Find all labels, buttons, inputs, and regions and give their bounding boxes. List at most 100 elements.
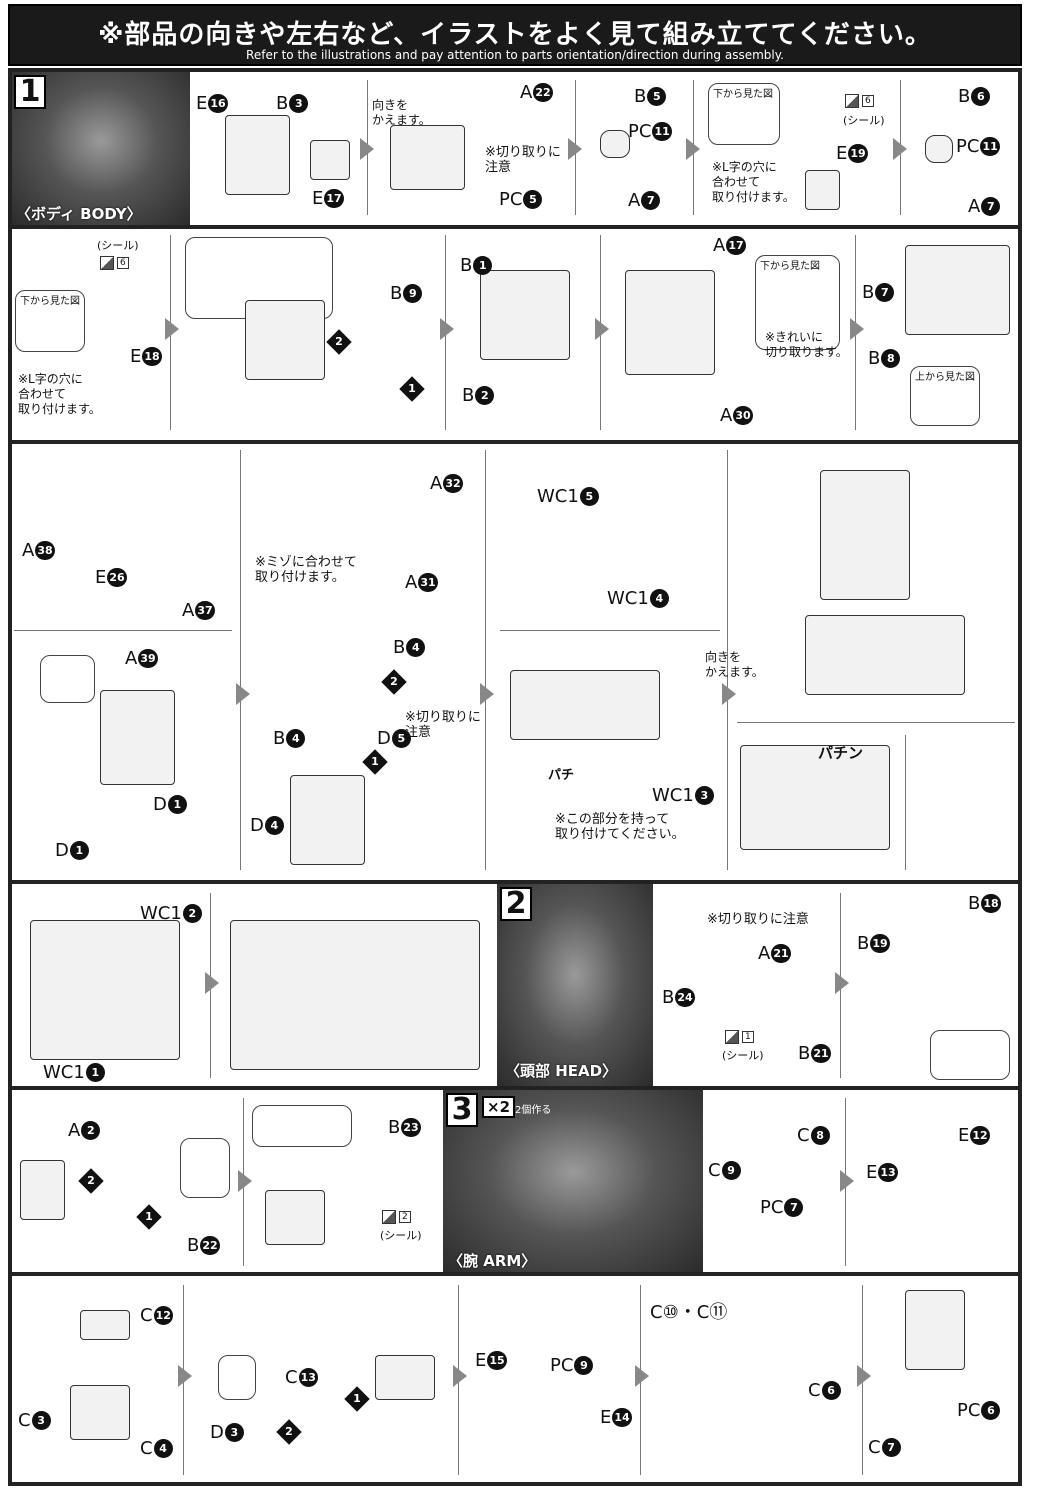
part-illustration (905, 1290, 965, 1370)
divider (14, 630, 232, 631)
part-number: 17 (726, 236, 746, 255)
part-number: 4 (406, 638, 426, 657)
divider (500, 630, 720, 631)
part-runner: A (430, 473, 443, 494)
next-arrow-icon (480, 683, 494, 705)
next-arrow-icon (840, 1170, 854, 1192)
next-arrow-icon (850, 318, 864, 340)
part-number: 2 (475, 386, 495, 405)
part-runner: E (475, 1350, 487, 1371)
part-runner: C (140, 1438, 153, 1459)
part-illustration (265, 1190, 325, 1245)
part-runner: PC (760, 1197, 784, 1218)
part-number: 32 (443, 474, 463, 493)
part-number: 14 (612, 1408, 632, 1427)
part-runner: A (628, 190, 641, 211)
part-runner: E (866, 1162, 878, 1183)
part-number: 1 (167, 795, 187, 814)
snap-sound: パチ (548, 768, 575, 783)
row-divider (8, 1272, 1022, 1276)
seal-indicator: 6 (845, 94, 874, 108)
part-runner: B (276, 93, 289, 114)
part-runner: B (187, 1235, 200, 1256)
part-illustration (805, 615, 965, 695)
cut-care-note: ※切り取りに注意 (707, 912, 809, 927)
part-illustration (70, 1385, 130, 1440)
cut-care-note: ※切り取りに 注意 (405, 710, 481, 740)
part-number: 11 (652, 122, 672, 141)
part-number: 7 (641, 191, 661, 210)
part-runner: PC (957, 1400, 981, 1421)
seal-icon (725, 1030, 739, 1044)
part-number: 4 (153, 1439, 173, 1458)
part-runner: WC1 (43, 1062, 85, 1083)
header-title: ※部品の向きや左右など、イラストをよく見て組み立ててください。 (98, 20, 932, 50)
section-caption: 〈腕 ARM〉 (448, 1252, 537, 1270)
part-runner: A (22, 540, 35, 561)
part-runner: B (862, 282, 875, 303)
instruction-frame (8, 68, 1022, 1486)
part-illustration (100, 690, 175, 785)
part-illustration (805, 170, 840, 210)
part-runner: D (55, 840, 69, 861)
turn-note: 向きを かえます。 (705, 650, 764, 679)
seal-label: (シール) (380, 1229, 422, 1242)
part-runner: B (958, 86, 971, 107)
part-runner: D (250, 815, 264, 836)
part-number: 9 (721, 1161, 741, 1180)
part-number: 1 (473, 256, 493, 275)
part-runner: A (713, 235, 726, 256)
part-runner: A (68, 1120, 81, 1141)
part-number: 2 (81, 1121, 101, 1140)
groove-note: ※ミゾに合わせて 取り付けます。 (255, 555, 357, 585)
header-subtitle: Refer to the illustrations and pay atten… (246, 48, 784, 62)
part-number: 22 (533, 83, 553, 102)
seal-indicator: 1 (725, 1030, 754, 1044)
part-number: 5 (391, 729, 411, 748)
bottom-view-callout: 下から見た図 (755, 255, 840, 350)
next-arrow-icon (453, 1365, 467, 1387)
part-runner: B (968, 893, 981, 914)
part-runner: A (758, 943, 771, 964)
part-runner: C (808, 1380, 821, 1401)
part-number: 4 (264, 816, 284, 835)
l-hole-note: ※L字の穴に 合わせて 取り付けます。 (18, 372, 101, 416)
part-illustration (20, 1160, 65, 1220)
part-illustration (820, 470, 910, 600)
part-number: 3 (289, 94, 309, 113)
seal-icon (382, 1210, 396, 1224)
part-number: 5 (579, 487, 599, 506)
part-illustration (80, 1310, 130, 1340)
next-arrow-icon (595, 318, 609, 340)
part-runner: E (196, 93, 208, 114)
detail-callout (218, 1355, 256, 1400)
part-runner: A (182, 600, 195, 621)
row-divider (8, 1086, 1022, 1090)
row-divider (8, 880, 1022, 884)
next-arrow-icon (857, 1365, 871, 1387)
bottom-view-label: 下から見た図 (20, 296, 80, 307)
part-runner: A (520, 82, 533, 103)
next-arrow-icon (205, 972, 219, 994)
part-number: 6 (971, 87, 991, 106)
next-arrow-icon (236, 683, 250, 705)
